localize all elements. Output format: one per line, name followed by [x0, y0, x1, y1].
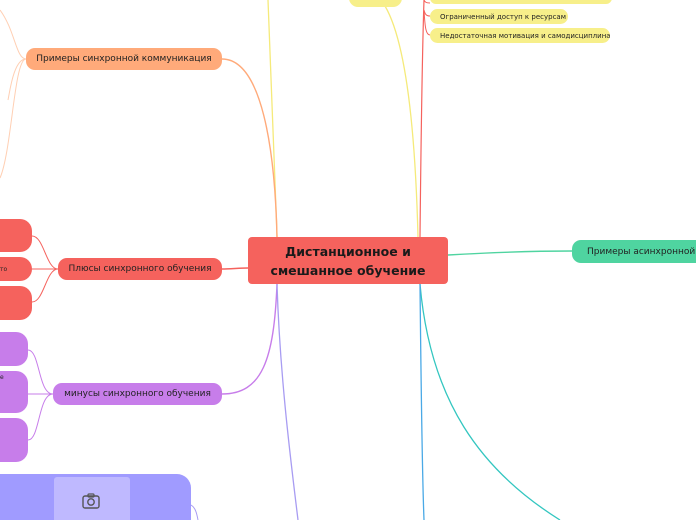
- central-topic[interactable]: Дистанционное и смешанное обучение: [248, 237, 448, 284]
- subtopic-clipped[interactable]: [430, 0, 612, 4]
- pros-leaf-3[interactable]: [0, 286, 32, 320]
- central-title: Дистанционное и смешанное обучение: [270, 243, 426, 278]
- subtopic-limited-resources[interactable]: Ограниченный доступ к ресурсам: [430, 9, 568, 24]
- subtopic-label: Ограниченный доступ к ресурсам: [440, 12, 566, 21]
- subtopic-label: Недостаточная мотивация и самодисциплина: [440, 31, 610, 40]
- branch-label: Примеры асинхронной к: [587, 246, 696, 257]
- leaf-text-fragment: то: [0, 265, 8, 273]
- branch-async-examples[interactable]: Примеры асинхронной к: [572, 240, 696, 263]
- cons-leaf-2[interactable]: е: [0, 371, 28, 413]
- pros-leaf-1[interactable]: [0, 219, 32, 252]
- top-yellow-node[interactable]: [349, 0, 402, 7]
- cons-leaf-3[interactable]: [0, 418, 28, 462]
- branch-sync-examples[interactable]: Примеры синхронной коммуникация: [26, 48, 222, 70]
- branch-sync-cons[interactable]: минусы синхронного обучения: [53, 383, 222, 405]
- branch-label: Примеры синхронной коммуникация: [36, 54, 212, 64]
- camera-icon: [82, 493, 100, 509]
- leaf-text-fragment: е: [0, 374, 4, 381]
- cons-leaf-1[interactable]: [0, 332, 28, 366]
- branch-label: Плюсы синхронного обучения: [68, 264, 212, 274]
- pros-leaf-2[interactable]: то: [0, 257, 32, 281]
- branch-label: минусы синхронного обучения: [64, 389, 211, 399]
- branch-sync-pros[interactable]: Плюсы синхронного обучения: [58, 258, 222, 280]
- subtopic-low-motivation[interactable]: Недостаточная мотивация и самодисциплина: [430, 28, 610, 43]
